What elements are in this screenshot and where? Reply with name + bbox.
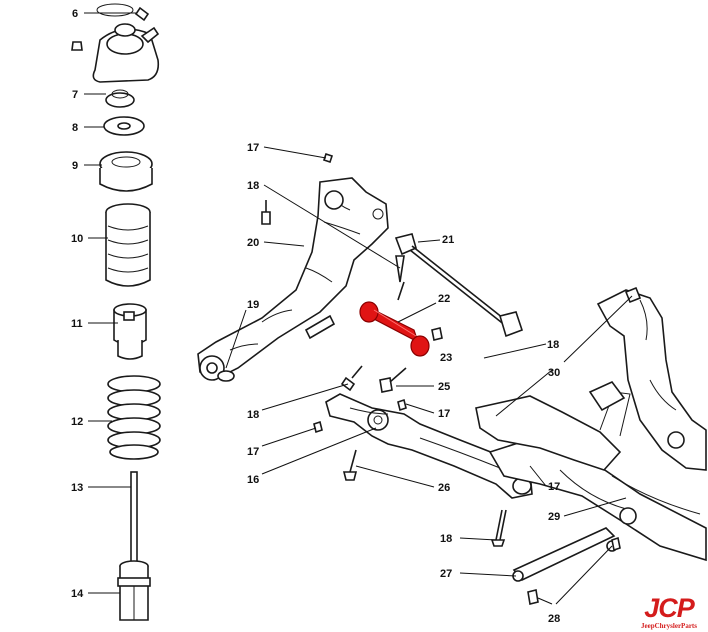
part-11-jounce-bumper [113,303,147,360]
callout-16: 16 [247,474,259,486]
part-9-spring-seat [99,151,153,192]
part-28-clip [527,536,621,605]
callout-27: 27 [440,568,452,580]
callout-18-top: 18 [247,180,259,192]
part-18-bolt-lower [490,509,507,547]
callout-23: 23 [440,352,452,364]
callout-19: 19 [247,299,259,311]
part-30-bracket [639,299,677,411]
part-21-lateral-link [394,233,524,338]
callout-29: 29 [548,511,560,523]
callout-11: 11 [71,318,83,330]
callout-30: 30 [548,367,560,379]
part-6-upper-mount [71,3,160,83]
logo-mark: JCP [644,593,695,623]
callout-6: 6 [72,8,78,20]
callout-labels: 6 7 8 9 10 11 12 13 14 17 18 20 19 21 22… [71,8,560,625]
part-10-dust-boot [105,203,151,287]
callout-14: 14 [71,588,84,600]
part-18-bolt-mid [340,281,405,392]
part-23-nut [431,327,443,341]
part-26-bolt [342,449,358,481]
logo-subtitle: JeepChryslerParts [641,622,697,630]
callout-18-mid: 18 [247,409,259,421]
part-20-trailing-arm [197,177,389,381]
callout-9: 9 [72,160,78,172]
callout-20: 20 [247,237,259,249]
callout-10: 10 [71,233,83,245]
part-17-nut-mid [397,398,407,412]
part-22-rear-link-highlighted [359,301,430,357]
callout-17-mid: 17 [438,408,450,420]
jcp-logo: JCP JeepChryslerParts [636,594,702,630]
part-27-brace-bar [512,527,618,582]
callout-18-lower: 18 [440,533,452,545]
callout-7: 7 [72,89,78,101]
callout-17-top: 17 [247,142,259,154]
part-19-bushing [217,370,235,382]
callout-22: 22 [438,293,450,305]
callout-21: 21 [442,234,454,246]
part-16-lower-control-arm [325,393,533,499]
part-29-crossmember [475,286,707,562]
part-8-washer [103,116,145,136]
part-12-coil-spring [107,375,161,460]
callout-12: 12 [71,416,83,428]
callout-25: 25 [438,381,450,393]
part-25-bolt [379,367,407,393]
leader-lines [84,12,633,605]
callout-26: 26 [438,482,450,494]
part-14-shock-absorber [117,560,151,621]
part-13-piston-rod [130,471,138,563]
callout-8: 8 [72,122,78,134]
callout-13: 13 [71,482,83,494]
callout-17-lower: 17 [247,446,259,458]
callout-17-right: 17 [548,481,560,493]
callout-28: 28 [548,613,560,625]
part-7-isolator [105,89,135,108]
part-18-bolt-upper [261,200,271,225]
callout-18-right: 18 [547,339,559,351]
